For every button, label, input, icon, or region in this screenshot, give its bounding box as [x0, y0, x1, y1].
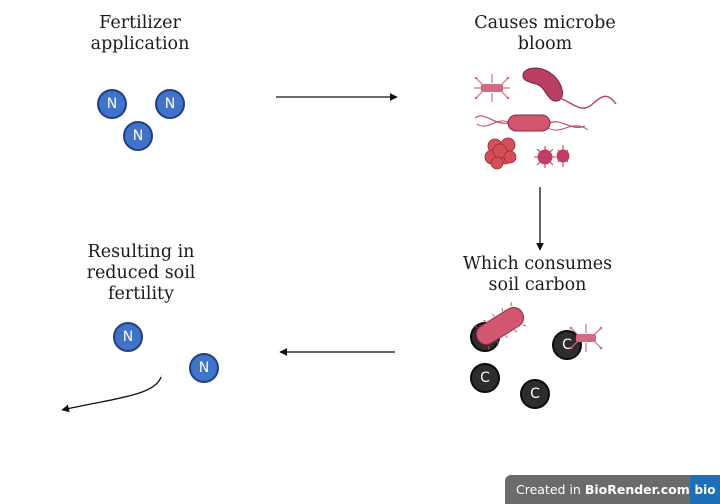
virus-icon: [474, 74, 510, 102]
nitrogen-atom: N: [189, 353, 219, 383]
nitrogen-atom: N: [97, 89, 127, 119]
rod-bacterium-icon: [473, 302, 527, 350]
arrow-curved-down-left: [61, 376, 162, 413]
biorender-badge[interactable]: Created in BioRender.com bio: [505, 475, 720, 504]
label-microbe-bloom: Causes microbe bloom: [474, 13, 616, 54]
label-fertilizer-application: Fertilizer application: [90, 13, 190, 54]
carbon-atom: C: [470, 363, 500, 393]
arrow-tail-fade: [160, 373, 163, 378]
carbon-atom: C: [520, 379, 550, 409]
label-reduced-fertility: Resulting in reduced soil fertility: [86, 242, 196, 304]
badge-brand: BioRender.com: [584, 482, 690, 497]
nitrogen-atom: N: [155, 89, 185, 119]
badge-text: Created in BioRender.com: [516, 482, 690, 497]
label-consumes-soil-carbon: Which consumes soil carbon: [462, 254, 613, 295]
cocci-cluster-icon: [484, 137, 517, 170]
biorender-logo-icon: bio: [690, 475, 720, 504]
spirillum-bacterium-icon: [522, 67, 617, 109]
virus-icon: [569, 324, 603, 352]
rod-bacterium-flagella-icon: [474, 114, 589, 132]
spiky-bacterium-icon: [534, 145, 570, 168]
badge-prefix: Created in: [516, 482, 585, 497]
nitrogen-atom: N: [113, 322, 143, 352]
nitrogen-atom: N: [123, 121, 153, 151]
